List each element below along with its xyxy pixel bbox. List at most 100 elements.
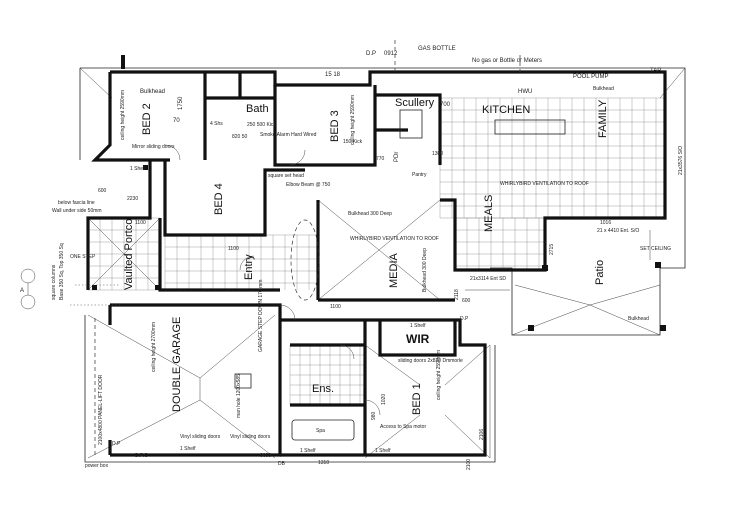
note-1100-b: 1100 xyxy=(228,246,239,252)
note-wall-under: Wall under side 50mm xyxy=(52,208,102,214)
room-double-garage: DOUBLE GARAGE xyxy=(171,317,183,412)
room-meals: MEALS xyxy=(483,195,495,232)
note-150-kick: 150 Kick xyxy=(343,139,363,145)
room-bed4: BED 4 xyxy=(213,183,225,215)
note-bulkhead-kitchen: Bulkhead xyxy=(593,86,614,92)
note-bulkhead-media: Bulkhead 300 Deep xyxy=(422,248,428,292)
kitchen-floor-grid xyxy=(87,97,665,406)
note-one-step: ONE STEP xyxy=(70,254,96,260)
note-1020: 1020 xyxy=(381,394,387,405)
note-770: 770 xyxy=(376,156,385,162)
room-vaulted-portico: Vaulted Portco xyxy=(123,219,135,290)
note-1750: 1750 xyxy=(178,96,184,110)
note-hwu: HWU xyxy=(518,89,532,95)
note-access-spa: Access to Spa motor xyxy=(380,424,426,430)
note-70: 70 xyxy=(173,118,180,124)
note-ceiling-bed2: ceiling height 2590mm xyxy=(120,90,126,140)
note-vent-kitchen: WHIRLYBIRD VENTILATION TO ROOF xyxy=(500,181,589,187)
room-bed3: BED 3 xyxy=(329,110,341,142)
note-set-ceiling: SET CEILING xyxy=(640,246,671,252)
note-0609: 0609 xyxy=(260,453,271,459)
note-2106: 2106 xyxy=(479,429,485,440)
note-1518: 15 18 xyxy=(325,72,341,78)
note-dim-2144: 21 x 4410 Ent. S/O xyxy=(597,228,639,234)
note-1-shelf-garage: 1 Shelf xyxy=(180,446,196,452)
posts xyxy=(92,55,666,331)
note-dp-garage: D.P xyxy=(112,441,121,447)
note-elbow-beam: Elbow Beam @ 750 xyxy=(286,182,330,188)
note-ceiling-bed3: ceiling height 2590mm xyxy=(350,95,356,145)
note-250-500: 250 500 Kick xyxy=(247,122,276,128)
note-section-a: A xyxy=(20,288,24,294)
note-db: DB xyxy=(278,461,286,467)
note-sliding-2x820: sliding doors 2x820 Dmmorle xyxy=(398,358,463,364)
note-1100-a: 1100 xyxy=(135,220,146,226)
note-power-box: power box xyxy=(85,463,109,469)
note-600-left: 600 xyxy=(98,188,107,194)
note-bulkhead-patio: Bulkhead xyxy=(628,316,649,322)
note-smoke-alarm: Smoke Alarm Hard Wired xyxy=(260,132,317,138)
note-garage-step: GARAGE STEP DOWN 170 mm xyxy=(258,280,264,352)
note-2100: 2100 xyxy=(466,459,472,470)
note-1310: 1310 xyxy=(318,460,329,466)
note-dp-right: D.P xyxy=(460,316,469,322)
room-labels: BED 2 Bath BED 3 Scullery KITCHEN FAMILY… xyxy=(123,89,609,415)
note-1-shelf-wir: 1 Shelf xyxy=(410,323,426,329)
note-dp-code: 0912 xyxy=(384,51,398,57)
note-base-columns: Base 350 Sq, Top 350 Sq xyxy=(59,243,65,300)
note-below-fascia: below fascia line xyxy=(58,200,95,206)
room-scullery: Scullery xyxy=(395,97,435,109)
note-square-columns: square columns xyxy=(51,264,57,300)
doors xyxy=(164,109,566,441)
room-bed1: BED 1 xyxy=(411,383,423,415)
note-dp-top: D.P xyxy=(366,51,376,57)
note-1016: 1016 xyxy=(600,220,611,226)
room-media: MEDIA xyxy=(388,253,400,289)
note-vinyl-a: Vinyl sliding doors xyxy=(180,434,221,440)
note-2715: 2715 xyxy=(549,244,555,255)
note-1100-c: 1100 xyxy=(330,304,341,310)
note-pool-pump: POOL PUMP xyxy=(573,74,608,80)
note-1-shelf-bed1: 1 Shelf xyxy=(375,448,391,454)
room-bed2: BED 2 xyxy=(141,103,153,135)
note-600-right: 600 xyxy=(462,298,471,304)
note-1300: 1300 xyxy=(432,151,443,157)
note-gas-bottle: GAS BOTTLE xyxy=(418,46,456,52)
note-1-shelf: 1 Shelf xyxy=(130,166,146,172)
note-mirror: Mirror sliding doors xyxy=(132,144,175,150)
note-tap: TAP xyxy=(650,68,661,74)
note-dpc: D.P.C xyxy=(135,453,148,459)
note-820: 820 50 xyxy=(232,134,248,140)
note-garage-door: 2100x4800 PANEL-LIFT DOOR xyxy=(98,374,104,445)
room-patio: Patio xyxy=(594,260,606,285)
note-700: 700 xyxy=(440,102,451,108)
annotations: GAS BOTTLE No gas or Bottle or Meters PO… xyxy=(20,46,684,470)
note-bulkhead-300: Bulkhead 300 Deep xyxy=(348,211,392,217)
note-no-gas: No gas or Bottle or Meters xyxy=(472,58,542,64)
room-pdr: PDr xyxy=(394,152,400,162)
room-bulkhead-bed2: Bulkhead xyxy=(140,89,165,95)
note-dim-2145: 21x3576 S/O xyxy=(678,146,684,175)
room-kitchen: KITCHEN xyxy=(482,104,530,116)
note-vent-roof: WHIRLYBIRD VENTILATION TO ROOF xyxy=(350,236,439,242)
note-1-shelf-ens: 1 Shelf xyxy=(300,448,316,454)
note-man-hole: man hole 1200x585 xyxy=(236,374,242,418)
note-vinyl-b: Vinyl sliding doors xyxy=(230,434,271,440)
note-2118: 2118 xyxy=(454,289,460,300)
note-980: 980 xyxy=(371,411,377,420)
room-bath: Bath xyxy=(246,103,269,115)
note-dim-2143: 21x3114 Ent SD xyxy=(470,276,506,282)
note-pantry: Pantry xyxy=(412,172,427,178)
room-entry: Entry xyxy=(243,254,255,280)
note-spa: Spa xyxy=(316,428,325,434)
dimension-lines xyxy=(20,40,651,458)
room-wir: WIR xyxy=(406,332,430,346)
note-ceiling-bed1: ceiling height 2590mm xyxy=(436,350,442,400)
note-2230: 2230 xyxy=(127,196,138,202)
note-4shs: 4 Shs xyxy=(210,121,223,127)
note-ceiling-garage: ceiling height 2700mm xyxy=(151,322,157,372)
room-family: FAMILY xyxy=(597,99,609,138)
note-square-set: square set head xyxy=(268,173,304,179)
room-ens: Ens. xyxy=(312,383,334,395)
